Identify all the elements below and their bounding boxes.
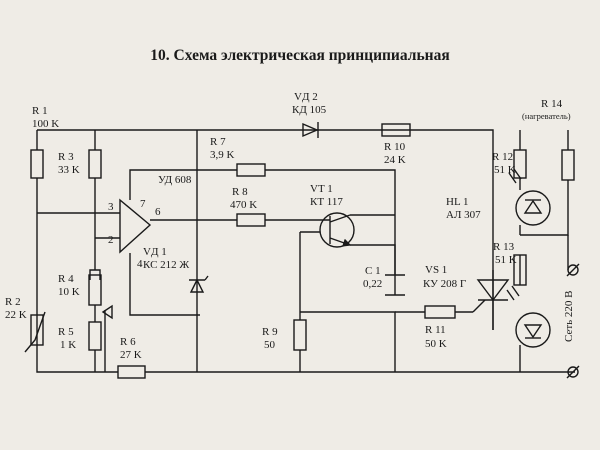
- r12-resistor: [513, 149, 527, 179]
- r2-label: R 2: [5, 296, 21, 308]
- r5-label: R 5: [58, 326, 74, 338]
- r1-label: R 1: [32, 105, 48, 117]
- r4-resistor: [88, 274, 102, 306]
- ud-pin-4: 4: [137, 258, 143, 270]
- vd2-value: КД 105: [292, 104, 327, 116]
- hl1-value: АЛ 307: [446, 209, 481, 221]
- c1-label: С 1: [365, 265, 381, 277]
- r8-value: 470 K: [230, 199, 257, 211]
- r7-resistor: [236, 163, 266, 177]
- hl1-led-upper: [508, 168, 551, 226]
- vd2-label: VД 2: [294, 91, 318, 103]
- ud-pin-7: 7: [140, 198, 146, 210]
- ud-pin-2: 2: [108, 234, 114, 246]
- r7-label: R 7: [210, 136, 226, 148]
- vs1-thyristor: [472, 279, 510, 313]
- r2-thermistor-mark: [24, 311, 46, 353]
- r12-label: R 12: [492, 151, 513, 163]
- mains-label: Сеть 220 В: [563, 290, 575, 342]
- r1-value: 100 K: [32, 118, 59, 130]
- r6-resistor: [117, 365, 146, 379]
- vd2-diode: [302, 122, 319, 138]
- vt1-label: VT 1: [310, 183, 333, 195]
- mains-terminals: [566, 263, 580, 379]
- r6-value: 27 K: [120, 349, 142, 361]
- r3-resistor: [88, 149, 102, 179]
- c1-capacitor: [385, 274, 405, 296]
- hl1-label: HL 1: [446, 196, 469, 208]
- r2-resistor: [30, 314, 44, 346]
- ud-pin-6: 6: [155, 206, 161, 218]
- r14-label: R 14: [541, 98, 563, 110]
- r6-label: R 6: [120, 336, 136, 348]
- r13-label: R 13: [493, 241, 515, 253]
- vd1-zener: [189, 275, 209, 293]
- vt1-value: КТ 117: [310, 196, 343, 208]
- r4-label: R 4: [58, 273, 74, 285]
- r5-wiper: [101, 304, 113, 320]
- r14-note: (нагреватель): [522, 111, 571, 121]
- hl1-led-lower: [506, 285, 551, 348]
- r10-label: R 10: [384, 141, 406, 153]
- r8-resistor: [236, 213, 266, 227]
- wires: [36, 129, 575, 373]
- vs1-label: VS 1: [425, 264, 447, 276]
- vd1-label: VД 1: [143, 246, 167, 258]
- r9-value: 50: [264, 339, 276, 351]
- r11-resistor: [424, 305, 456, 319]
- r5-value: 1 K: [60, 339, 76, 351]
- r2-value: 22 K: [5, 309, 27, 321]
- vs1-value: КУ 208 Г: [423, 278, 466, 290]
- r13-value: 51 K: [495, 254, 517, 266]
- r5-resistor: [88, 321, 102, 351]
- r14-resistor: [561, 149, 575, 181]
- vt1-transistor: [319, 212, 355, 248]
- r1-resistor: [30, 149, 44, 179]
- r9-label: R 9: [262, 326, 278, 338]
- ud-pin-3: 3: [108, 201, 114, 213]
- r3-label: R 3: [58, 151, 74, 163]
- r9-resistor: [293, 319, 307, 351]
- r7-value: 3,9 K: [210, 149, 235, 161]
- r10-value: 24 K: [384, 154, 406, 166]
- r11-label: R 11: [425, 324, 446, 336]
- ud-name: УД 608: [158, 174, 192, 186]
- r4-value: 10 K: [58, 286, 80, 298]
- r13-resistor: [513, 254, 527, 286]
- vd1-value: КС 212 Ж: [143, 259, 189, 271]
- r8-label: R 8: [232, 186, 248, 198]
- c1-value: 0,22: [363, 278, 382, 290]
- opamp-symbol: [119, 198, 152, 254]
- r3-value: 33 K: [58, 164, 80, 176]
- r10-resistor: [381, 123, 411, 137]
- r12-value: 51 K: [494, 164, 516, 176]
- page-title: 10. Схема электрическая принципиальная: [150, 47, 450, 64]
- r11-value: 50 K: [425, 338, 447, 350]
